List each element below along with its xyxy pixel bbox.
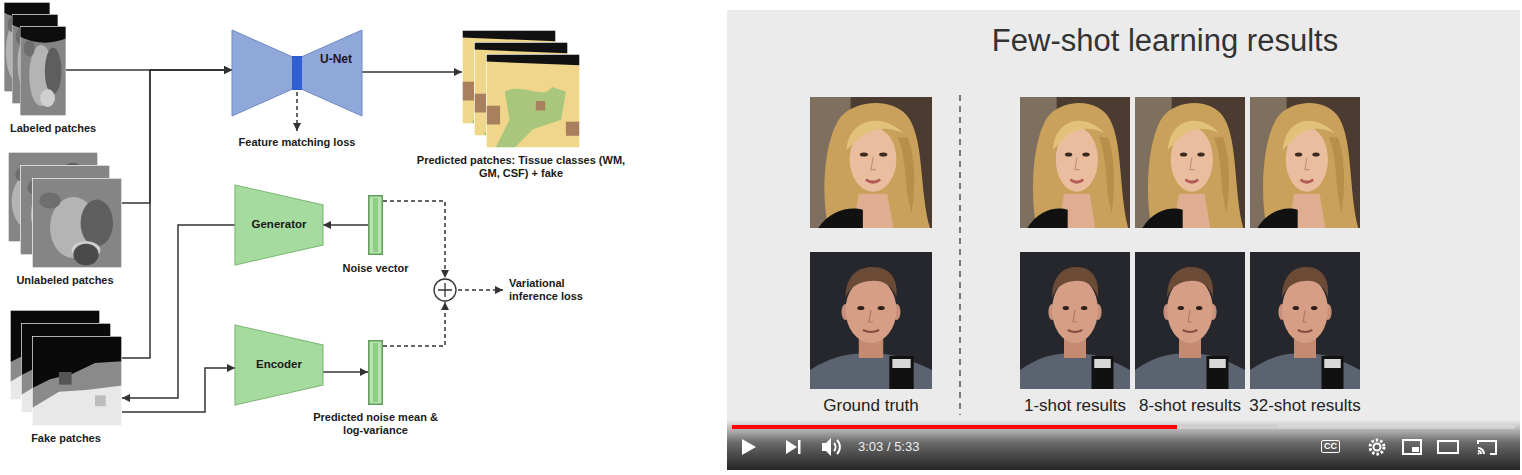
- node-label: Noise vector: [342, 262, 408, 275]
- unet-block-shape: [232, 30, 362, 116]
- time-display: 3:03 / 5:33: [858, 439, 919, 455]
- node-text: Labeled patches: [10, 122, 96, 135]
- loss-label: Feature matching loss: [239, 136, 356, 149]
- patch-stack: Predicted patches: Tissue classes (WM, G…: [462, 30, 580, 148]
- column-label: 8-shot results: [1139, 396, 1241, 416]
- connector: [323, 371, 368, 373]
- node-text: Unlabeled patches: [16, 274, 113, 287]
- unet-block: U-Net: [232, 30, 362, 116]
- connector: [362, 71, 462, 73]
- node-label: Generator: [235, 218, 323, 232]
- node-label: Unlabeled patches: [16, 274, 113, 287]
- column-label: 1-shot results: [1024, 396, 1126, 416]
- column-label: 32-shot results: [1249, 396, 1361, 416]
- sum-node-shape: [433, 278, 457, 302]
- node-label: U-Net: [320, 52, 352, 66]
- node-text: Predicted noise mean & log-variance: [311, 411, 441, 437]
- node-text: Noise vector: [342, 262, 408, 275]
- slide-title: Few-shot learning results: [992, 22, 1338, 59]
- node-label: Encoder: [235, 358, 323, 372]
- node-label: Labeled patches: [10, 122, 96, 135]
- node-text: U-Net: [320, 52, 352, 66]
- node-label: Predicted noise mean & log-variance: [311, 411, 441, 437]
- patch-stack-shape: [462, 30, 580, 148]
- column-label: Ground truth: [823, 396, 918, 416]
- sum-node: Variational inference loss: [433, 278, 457, 302]
- node-text: Fake patches: [31, 432, 101, 445]
- patch-stack-shape: [10, 310, 122, 426]
- node-text: Encoder: [235, 358, 323, 372]
- vector-bar: Noise vector: [368, 195, 383, 255]
- node-label: Predicted patches: Tissue classes (WM, G…: [414, 154, 629, 180]
- connector: [122, 70, 232, 203]
- connector: [122, 368, 235, 412]
- vector-bar-shape: [368, 340, 383, 405]
- patch-stack: Fake patches: [10, 310, 122, 426]
- vector-bar-shape: [368, 195, 383, 255]
- connector: [383, 302, 445, 346]
- node-text: Predicted patches: Tissue classes (WM, G…: [414, 154, 629, 180]
- node-label: Variational inference loss: [509, 277, 604, 303]
- node-text: Generator: [235, 218, 323, 232]
- patch-stack: Labeled patches: [4, 2, 66, 116]
- node-label: Fake patches: [31, 432, 101, 445]
- vector-bar: Predicted noise mean & log-variance: [368, 340, 383, 405]
- connector: [122, 70, 232, 358]
- connector: [323, 224, 368, 226]
- patch-stack: Unlabeled patches: [8, 152, 122, 268]
- connector: [122, 225, 235, 398]
- generator-block: Generator: [235, 185, 323, 265]
- encoder-block: Encoder: [235, 325, 323, 405]
- patch-stack-shape: [8, 152, 122, 268]
- cc-button: CC: [1321, 440, 1340, 453]
- node-text: Variational inference loss: [509, 277, 604, 303]
- patch-stack-shape: [4, 2, 66, 116]
